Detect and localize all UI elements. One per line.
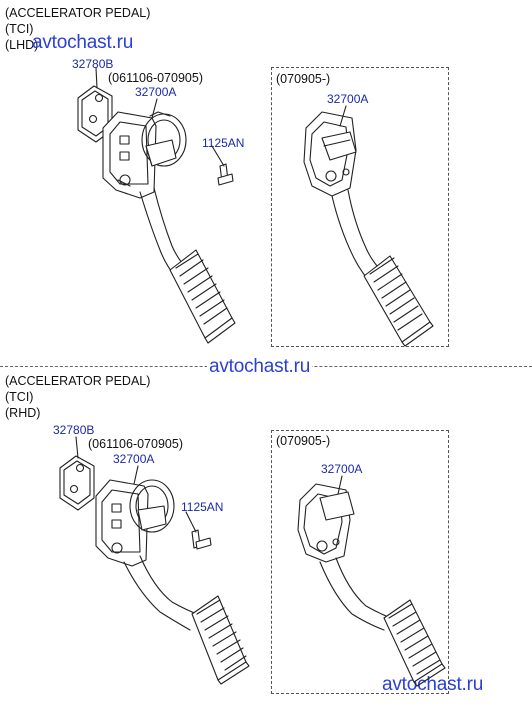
watermark-bottom: avtochast.ru [382,674,484,695]
rhd-label-32700a-left[interactable]: 32700A [113,452,155,466]
lhd-box-date: (070905-) [276,72,331,86]
rhd-label-1125an[interactable]: 1125AN [181,500,224,514]
rhd-title-line3: (RHD) [5,406,41,420]
lhd-label-32780b[interactable]: 32780B [72,57,114,71]
lhd-variant-box [271,67,449,347]
lhd-date-range: (061106-070905) [108,71,203,85]
lhd-bolt-1125an[interactable] [211,145,234,186]
lhd-title-line1: (ACCELERATOR PEDAL) [5,6,151,20]
rhd-gasket-32780b[interactable] [59,436,95,511]
lhd-pedal-assembly-32700a[interactable] [102,98,236,344]
lhd-label-32700a-left[interactable]: 32700A [135,85,177,99]
rhd-label-32780b[interactable]: 32780B [53,423,95,437]
rhd-pedal-assembly-32700a[interactable] [95,465,250,685]
lhd-pedal-new-32700a[interactable] [303,105,434,347]
rhd-bolt-1125an[interactable] [185,511,212,550]
lhd-label-32700a-right[interactable]: 32700A [327,92,369,106]
lhd-title-line2: (TCI) [5,22,34,36]
rhd-label-32700a-right[interactable]: 32700A [321,462,363,476]
rhd-date-range: (061106-070905) [88,437,183,451]
lhd-title-line3: (LHD) [5,38,39,52]
rhd-pedal-new-32700a[interactable] [297,475,446,687]
rhd-box-date: (070905-) [276,434,331,448]
watermark-middle: avtochast.ru [207,356,313,378]
rhd-title-line2: (TCI) [5,390,34,404]
watermark-top: avtochast.ru [32,32,134,53]
rhd-variant-box [271,430,449,694]
rhd-title-line1: (ACCELERATOR PEDAL) [5,374,151,388]
